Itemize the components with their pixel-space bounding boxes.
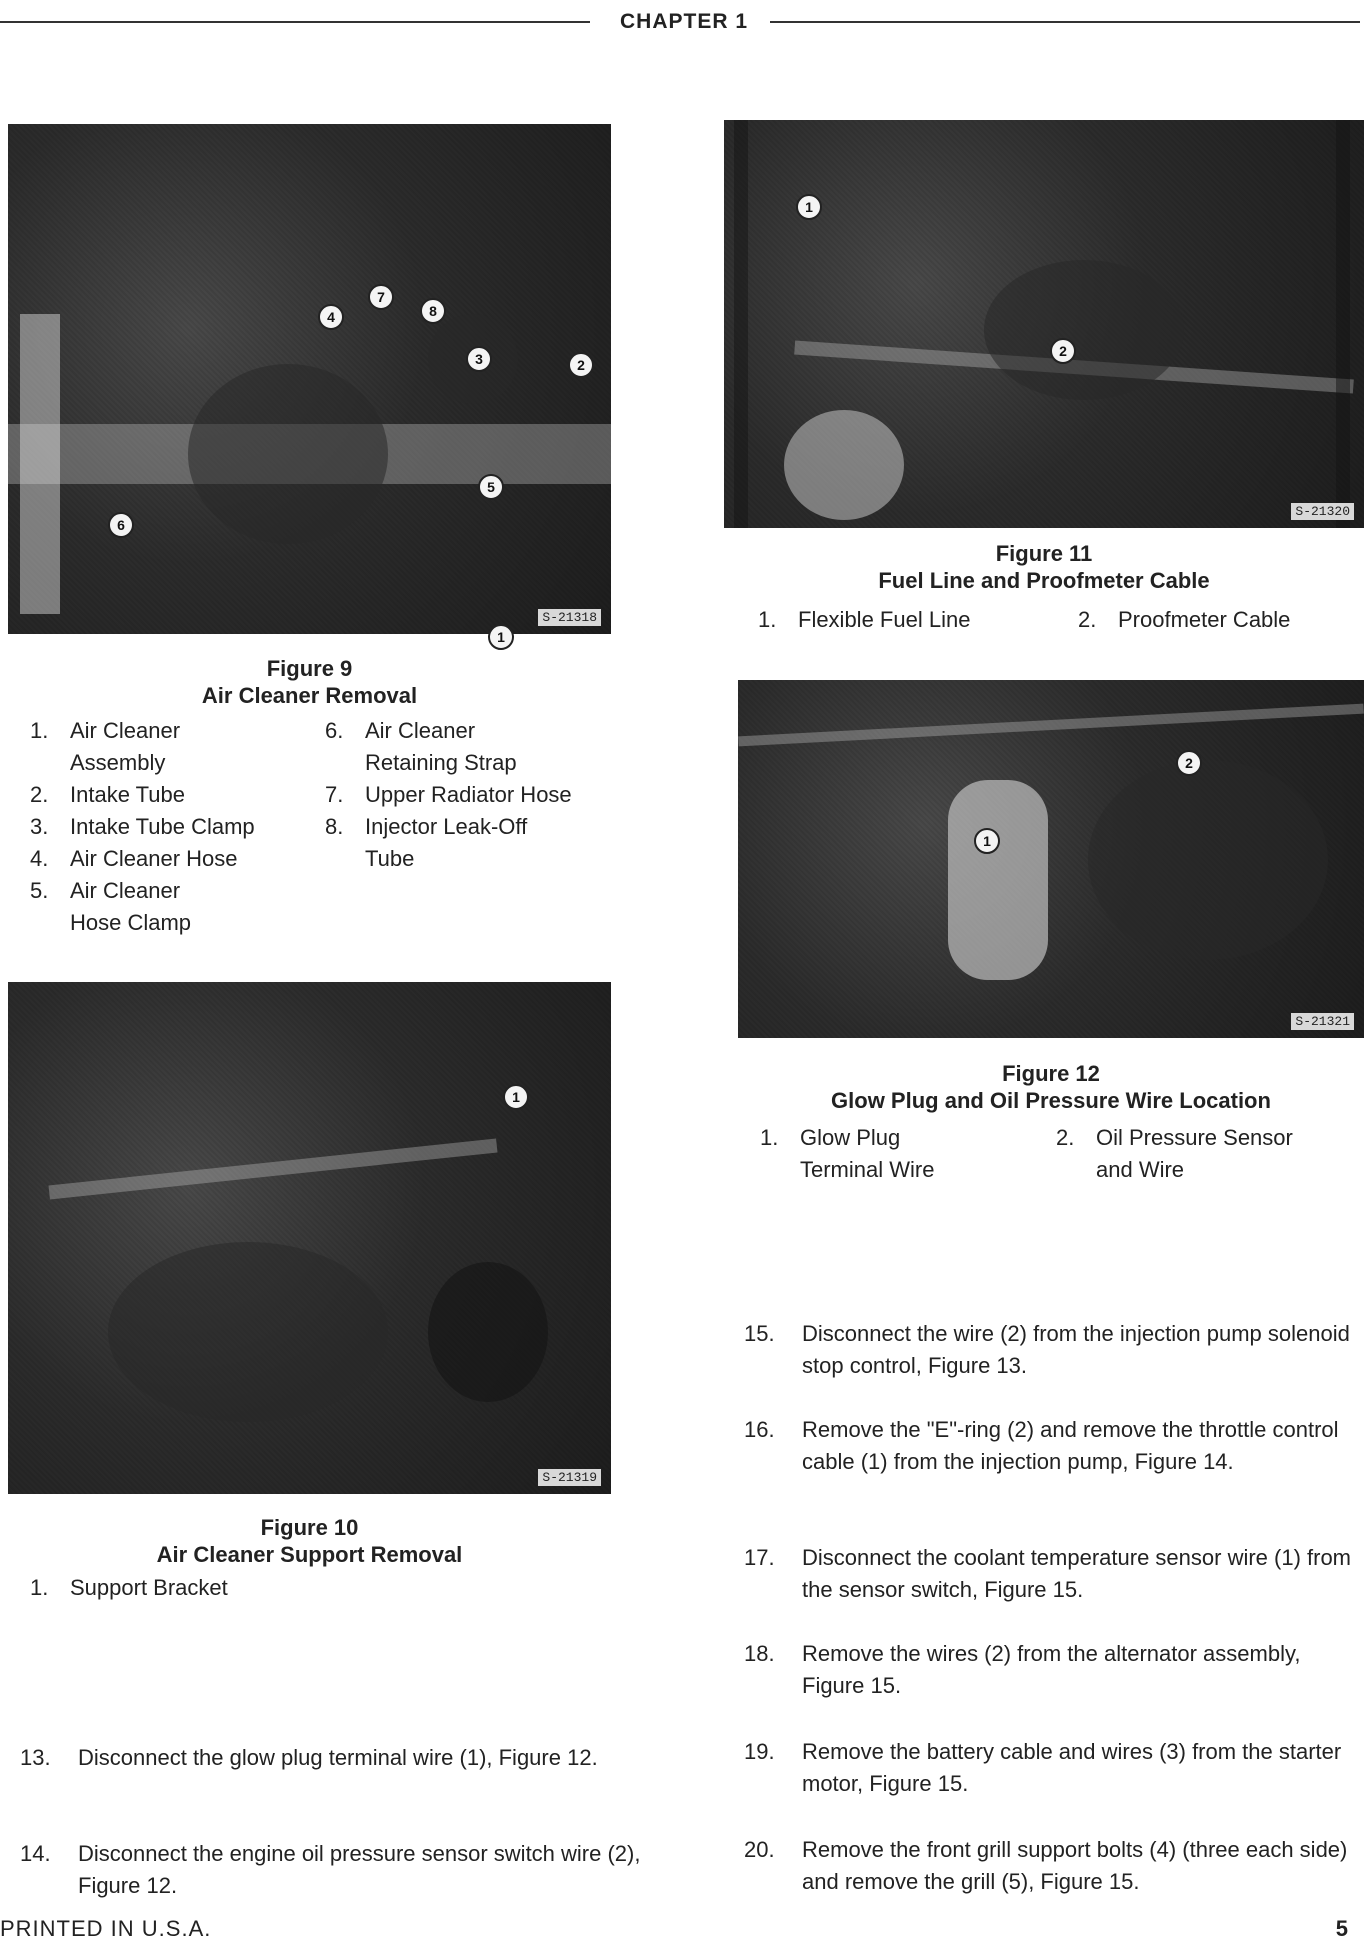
chapter-header: CHAPTER 1 [0, 10, 1368, 34]
figure-10-legend: 1. Support Bracket [30, 1575, 228, 1600]
figure-10-title: Air Cleaner Support Removal [156, 1542, 463, 1567]
figure-9-number: Figure 9 [266, 656, 353, 681]
figure-9-callout: 1 [488, 624, 514, 650]
header-rule-left [0, 21, 590, 23]
figure-9-callout: 6 [108, 512, 134, 538]
figure-11-caption: Figure 11 Fuel Line and Proofmeter Cable [724, 540, 1364, 594]
step-item: 15. Disconnect the wire (2) from the inj… [744, 1321, 1350, 1378]
figure-9-photo: 1 2 3 4 5 6 7 8 S-21318 [8, 124, 611, 650]
figure-12-callout: 1 [974, 828, 1000, 854]
figure-10-photo: 1 S-21319 [8, 982, 611, 1494]
figure-9-legend: 1. Air Cleaner Assembly 2. Intake Tube 3… [30, 718, 572, 935]
figure-9-title: Air Cleaner Removal [201, 683, 418, 708]
step-item: 13. Disconnect the glow plug terminal wi… [20, 1745, 598, 1770]
figure-9-caption: Figure 9 Air Cleaner Removal [8, 655, 611, 709]
figure-10-callout: 1 [503, 1084, 529, 1110]
figure-11-photo: 1 2 S-21320 [724, 120, 1364, 528]
step-item: 17. Disconnect the coolant temperature s… [744, 1545, 1352, 1602]
printed-note: PRINTED IN U.S.A. [0, 1916, 212, 1941]
figure-11-number: Figure 11 [995, 541, 1093, 566]
page-number: 5 [1335, 1916, 1348, 1941]
figure-12-photo: 1 2 S-21321 [738, 680, 1364, 1038]
figure-11-callout: 1 [796, 194, 822, 220]
step-item: 14. Disconnect the engine oil pressure s… [20, 1841, 641, 1898]
figure-10-number: Figure 10 [260, 1515, 359, 1540]
figure-12-number: Figure 12 [1002, 1061, 1100, 1086]
figure-11-code: S-21320 [1291, 503, 1354, 520]
step-item: 19. Remove the battery cable and wires (… [744, 1739, 1342, 1796]
figure-12-title: Glow Plug and Oil Pressure Wire Location [831, 1088, 1271, 1113]
chapter-title: CHAPTER 1 [611, 10, 757, 33]
figure-11-legend: 1. Flexible Fuel Line 2. Proofmeter Cabl… [758, 607, 1291, 632]
figure-9-callout: 3 [466, 346, 492, 372]
figure-9-callout: 8 [420, 298, 446, 324]
figure-12-legend: 1. Glow Plug Terminal Wire 2. Oil Pressu… [760, 1125, 1293, 1182]
step-item: 18. Remove the wires (2) from the altern… [744, 1641, 1301, 1698]
figure-9-callout: 2 [568, 352, 594, 378]
header-rule-right [770, 21, 1360, 23]
step-item: 20. Remove the front grill support bolts… [744, 1837, 1348, 1894]
figure-9-callout: 7 [368, 284, 394, 310]
figure-11-callout: 2 [1050, 338, 1076, 364]
figure-10-code: S-21319 [538, 1469, 601, 1486]
figure-12-caption: Figure 12 Glow Plug and Oil Pressure Wir… [738, 1060, 1364, 1114]
figure-9-callout: 4 [318, 304, 344, 330]
figure-12-code: S-21321 [1291, 1013, 1354, 1030]
figure-11-title: Fuel Line and Proofmeter Cable [878, 568, 1210, 593]
figure-9-callout: 5 [478, 474, 504, 500]
step-item: 16. Remove the "E"-ring (2) and remove t… [744, 1417, 1339, 1474]
figure-9-code: S-21318 [538, 609, 601, 626]
figure-10-caption: Figure 10 Air Cleaner Support Removal [8, 1514, 611, 1568]
figure-12-callout: 2 [1176, 750, 1202, 776]
